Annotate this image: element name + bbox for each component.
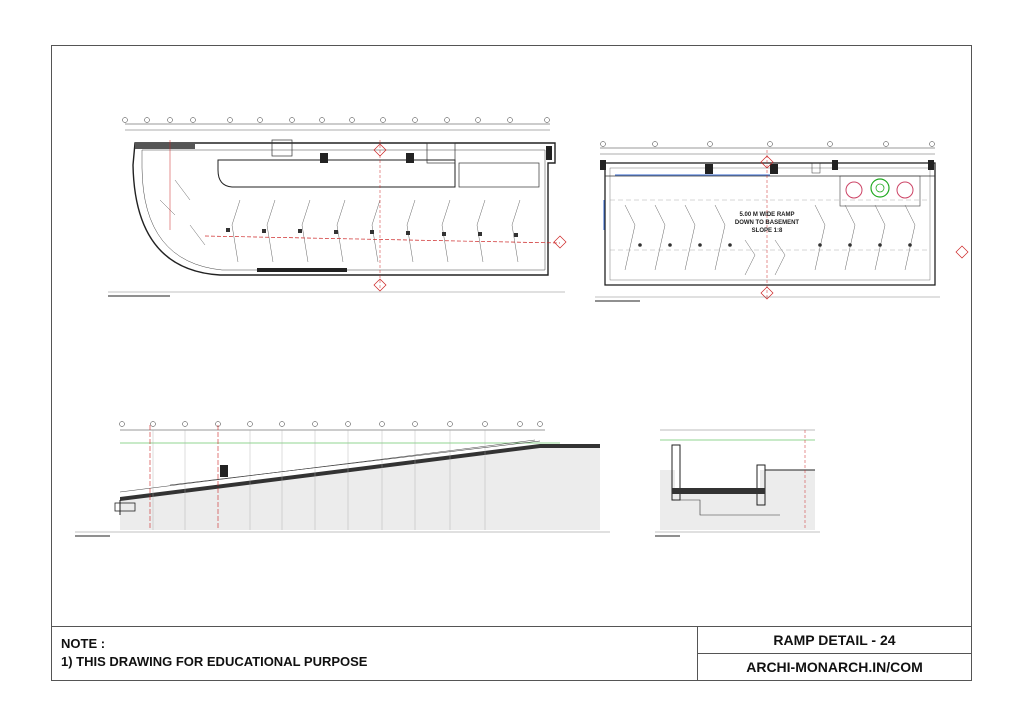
grid-bubbles-top-left: [122, 117, 550, 123]
title-panel: RAMP DETAIL - 24 ARCHI-MONARCH.IN/COM: [698, 627, 971, 680]
ramp-cross-section: [655, 429, 820, 537]
ramp-label-line-1: 5.00 M WIDE RAMP: [739, 212, 794, 218]
note-text: 1) THIS DRAWING FOR EDUCATIONAL PURPOSE: [61, 654, 368, 669]
basement-floor-plan: [108, 117, 567, 297]
ramp-hatch-right: [624, 204, 916, 276]
ramp-hatch-left: [159, 179, 521, 263]
title-block: NOTE : 1) THIS DRAWING FOR EDUCATIONAL P…: [51, 626, 972, 681]
drawing-title: RAMP DETAIL - 24: [698, 627, 971, 654]
ground-floor-plan: 5.00 M WIDE RAMP DOWN TO BASEMENT SLOPE …: [595, 141, 969, 302]
ramp-label-line-3: SLOPE 1:8: [752, 228, 783, 234]
ramp-label-line-2: DOWN TO BASEMENT: [735, 220, 800, 226]
landscape-planter: [839, 175, 921, 207]
notes-panel: NOTE : 1) THIS DRAWING FOR EDUCATIONAL P…: [52, 627, 698, 680]
website-label: ARCHI-MONARCH.IN/COM: [746, 659, 923, 675]
note-heading: NOTE :: [61, 636, 106, 651]
ramp-longitudinal-section: [75, 421, 610, 537]
